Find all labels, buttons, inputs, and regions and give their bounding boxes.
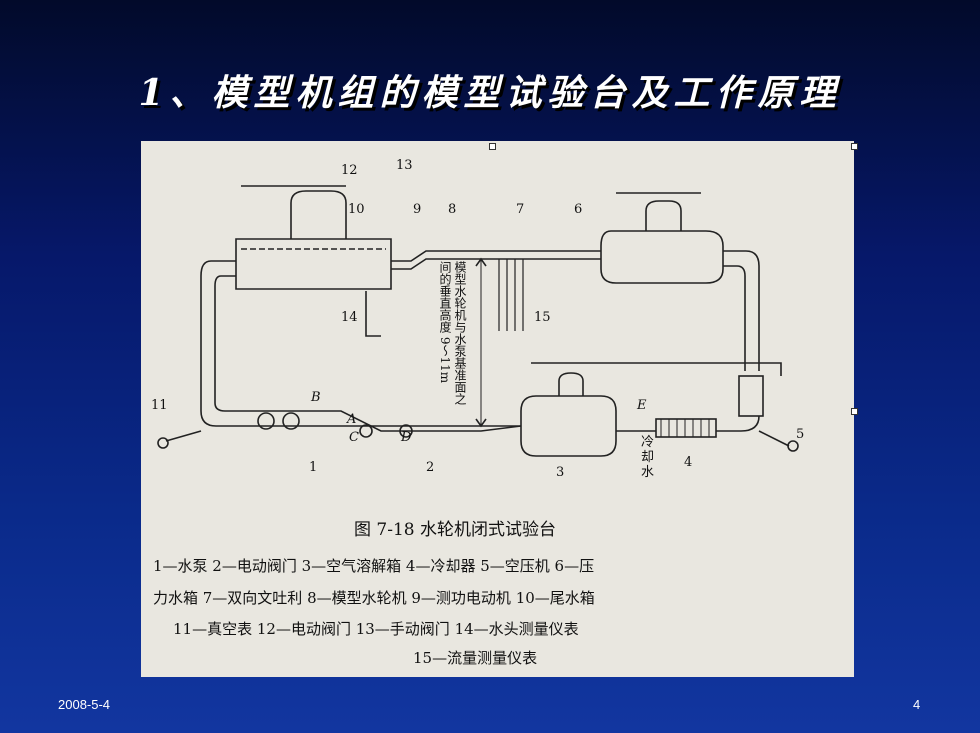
label-5: 5 [796, 427, 804, 442]
label-B: B [310, 390, 321, 405]
figure-caption-title: 图 7-18 水轮机闭式试验台 [354, 520, 556, 540]
cooling-water-char-3: 水 [641, 465, 654, 480]
label-11: 11 [151, 398, 168, 413]
label-E: E [636, 398, 647, 413]
test-rig-diagram: 12 13 10 9 8 7 6 14 15 11 1 2 3 4 5 B A … [141, 141, 854, 677]
cooler [655, 418, 717, 438]
pressure-tank [600, 230, 724, 284]
label-1: 1 [309, 460, 317, 475]
label-9: 9 [413, 202, 421, 217]
label-10: 10 [348, 202, 365, 217]
label-15: 15 [534, 310, 551, 325]
tank-dome [290, 190, 347, 239]
legend-line-1: 1—水泵 2—电动阀门 3—空气溶解箱 4—冷却器 5—空压机 6—压 [153, 557, 595, 575]
schematic-drawing: 12 13 10 9 8 7 6 14 15 11 1 2 3 4 5 B A … [151, 158, 804, 480]
label-6: 6 [574, 202, 582, 217]
label-A: A [346, 412, 356, 427]
legend-line-4: 15—流量测量仪表 [413, 649, 538, 667]
page-number: 4 [913, 697, 921, 712]
label-C: C [349, 430, 359, 445]
label-13: 13 [396, 158, 413, 173]
label-7: 7 [516, 202, 524, 217]
selection-handle-top-right[interactable] [851, 143, 858, 150]
left-pipe [200, 260, 251, 427]
label-14: 14 [341, 310, 358, 325]
compressor-coil [738, 375, 764, 417]
label-8: 8 [448, 202, 456, 217]
vertical-height-label: 模型水轮机与水泵基准面之间的垂直高度 9～11m [438, 261, 467, 405]
tail-water-tank [235, 238, 392, 290]
right-pipe [723, 250, 760, 371]
label-2: 2 [426, 460, 434, 475]
label-3: 3 [556, 465, 564, 480]
label-4: 4 [684, 455, 692, 470]
legend-line-3: 11—真空表 12—电动阀门 13—手动阀门 14—水头测量仪表 [173, 620, 579, 638]
pump-1 [257, 412, 275, 430]
air-dissolving-tank [520, 395, 617, 457]
label-12: 12 [341, 163, 358, 178]
cooling-water-char-2: 却 [641, 450, 654, 465]
slide-title: 1、模型机组的模型试验台及工作原理 [138, 72, 842, 114]
selection-handle-right[interactable] [851, 408, 858, 415]
footer-date: 2008-5-4 [58, 697, 111, 712]
label-D: D [400, 430, 412, 445]
cooling-water-char-1: 冷 [641, 435, 654, 450]
legend-line-2: 力水箱 7—双向文吐利 8—模型水轮机 9—测功电动机 10—尾水箱 [153, 589, 595, 607]
selection-handle-top[interactable] [489, 143, 496, 150]
